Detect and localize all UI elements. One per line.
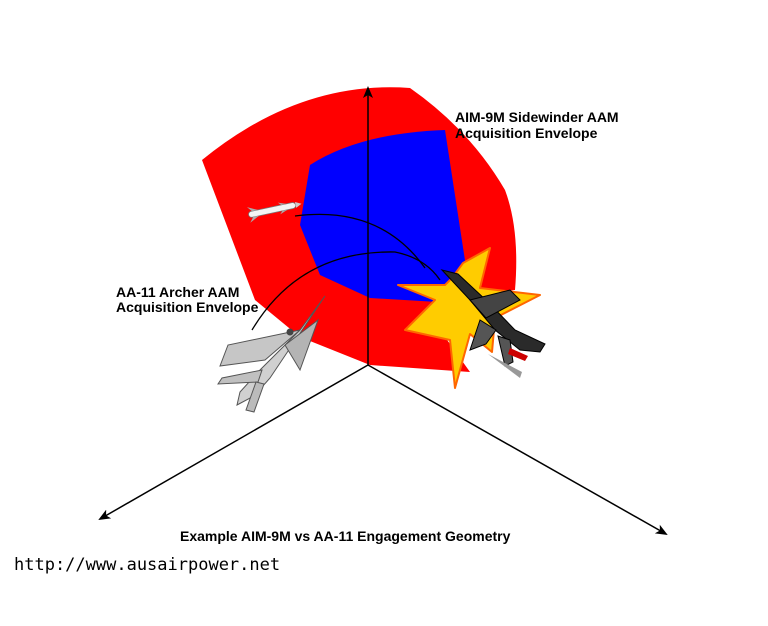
- diagram-caption: Example AIM-9M vs AA-11 Engagement Geome…: [180, 528, 511, 544]
- sidewinder-envelope: [300, 130, 468, 302]
- right-aircraft-fighter-jet-icon: [440, 269, 546, 378]
- archer-trajectory: [251, 251, 441, 331]
- missile-icon: [246, 202, 302, 223]
- axis-left: [98, 364, 369, 520]
- explosion-icon: [397, 247, 541, 389]
- left-aircraft-fighter-jet-icon: [217, 295, 326, 413]
- sidewinder-label-line2: Acquisition Envelope: [455, 125, 598, 141]
- axis-right: [367, 364, 668, 535]
- sidewinder-trajectory: [294, 213, 426, 269]
- sidewinder-label-line1: AIM-9M Sidewinder AAM: [455, 109, 619, 125]
- source-url: http://www.ausairpower.net: [14, 555, 281, 575]
- archer-label-line2: Acquisition Envelope: [116, 299, 259, 315]
- archer-label-line1: AA-11 Archer AAM: [116, 284, 239, 300]
